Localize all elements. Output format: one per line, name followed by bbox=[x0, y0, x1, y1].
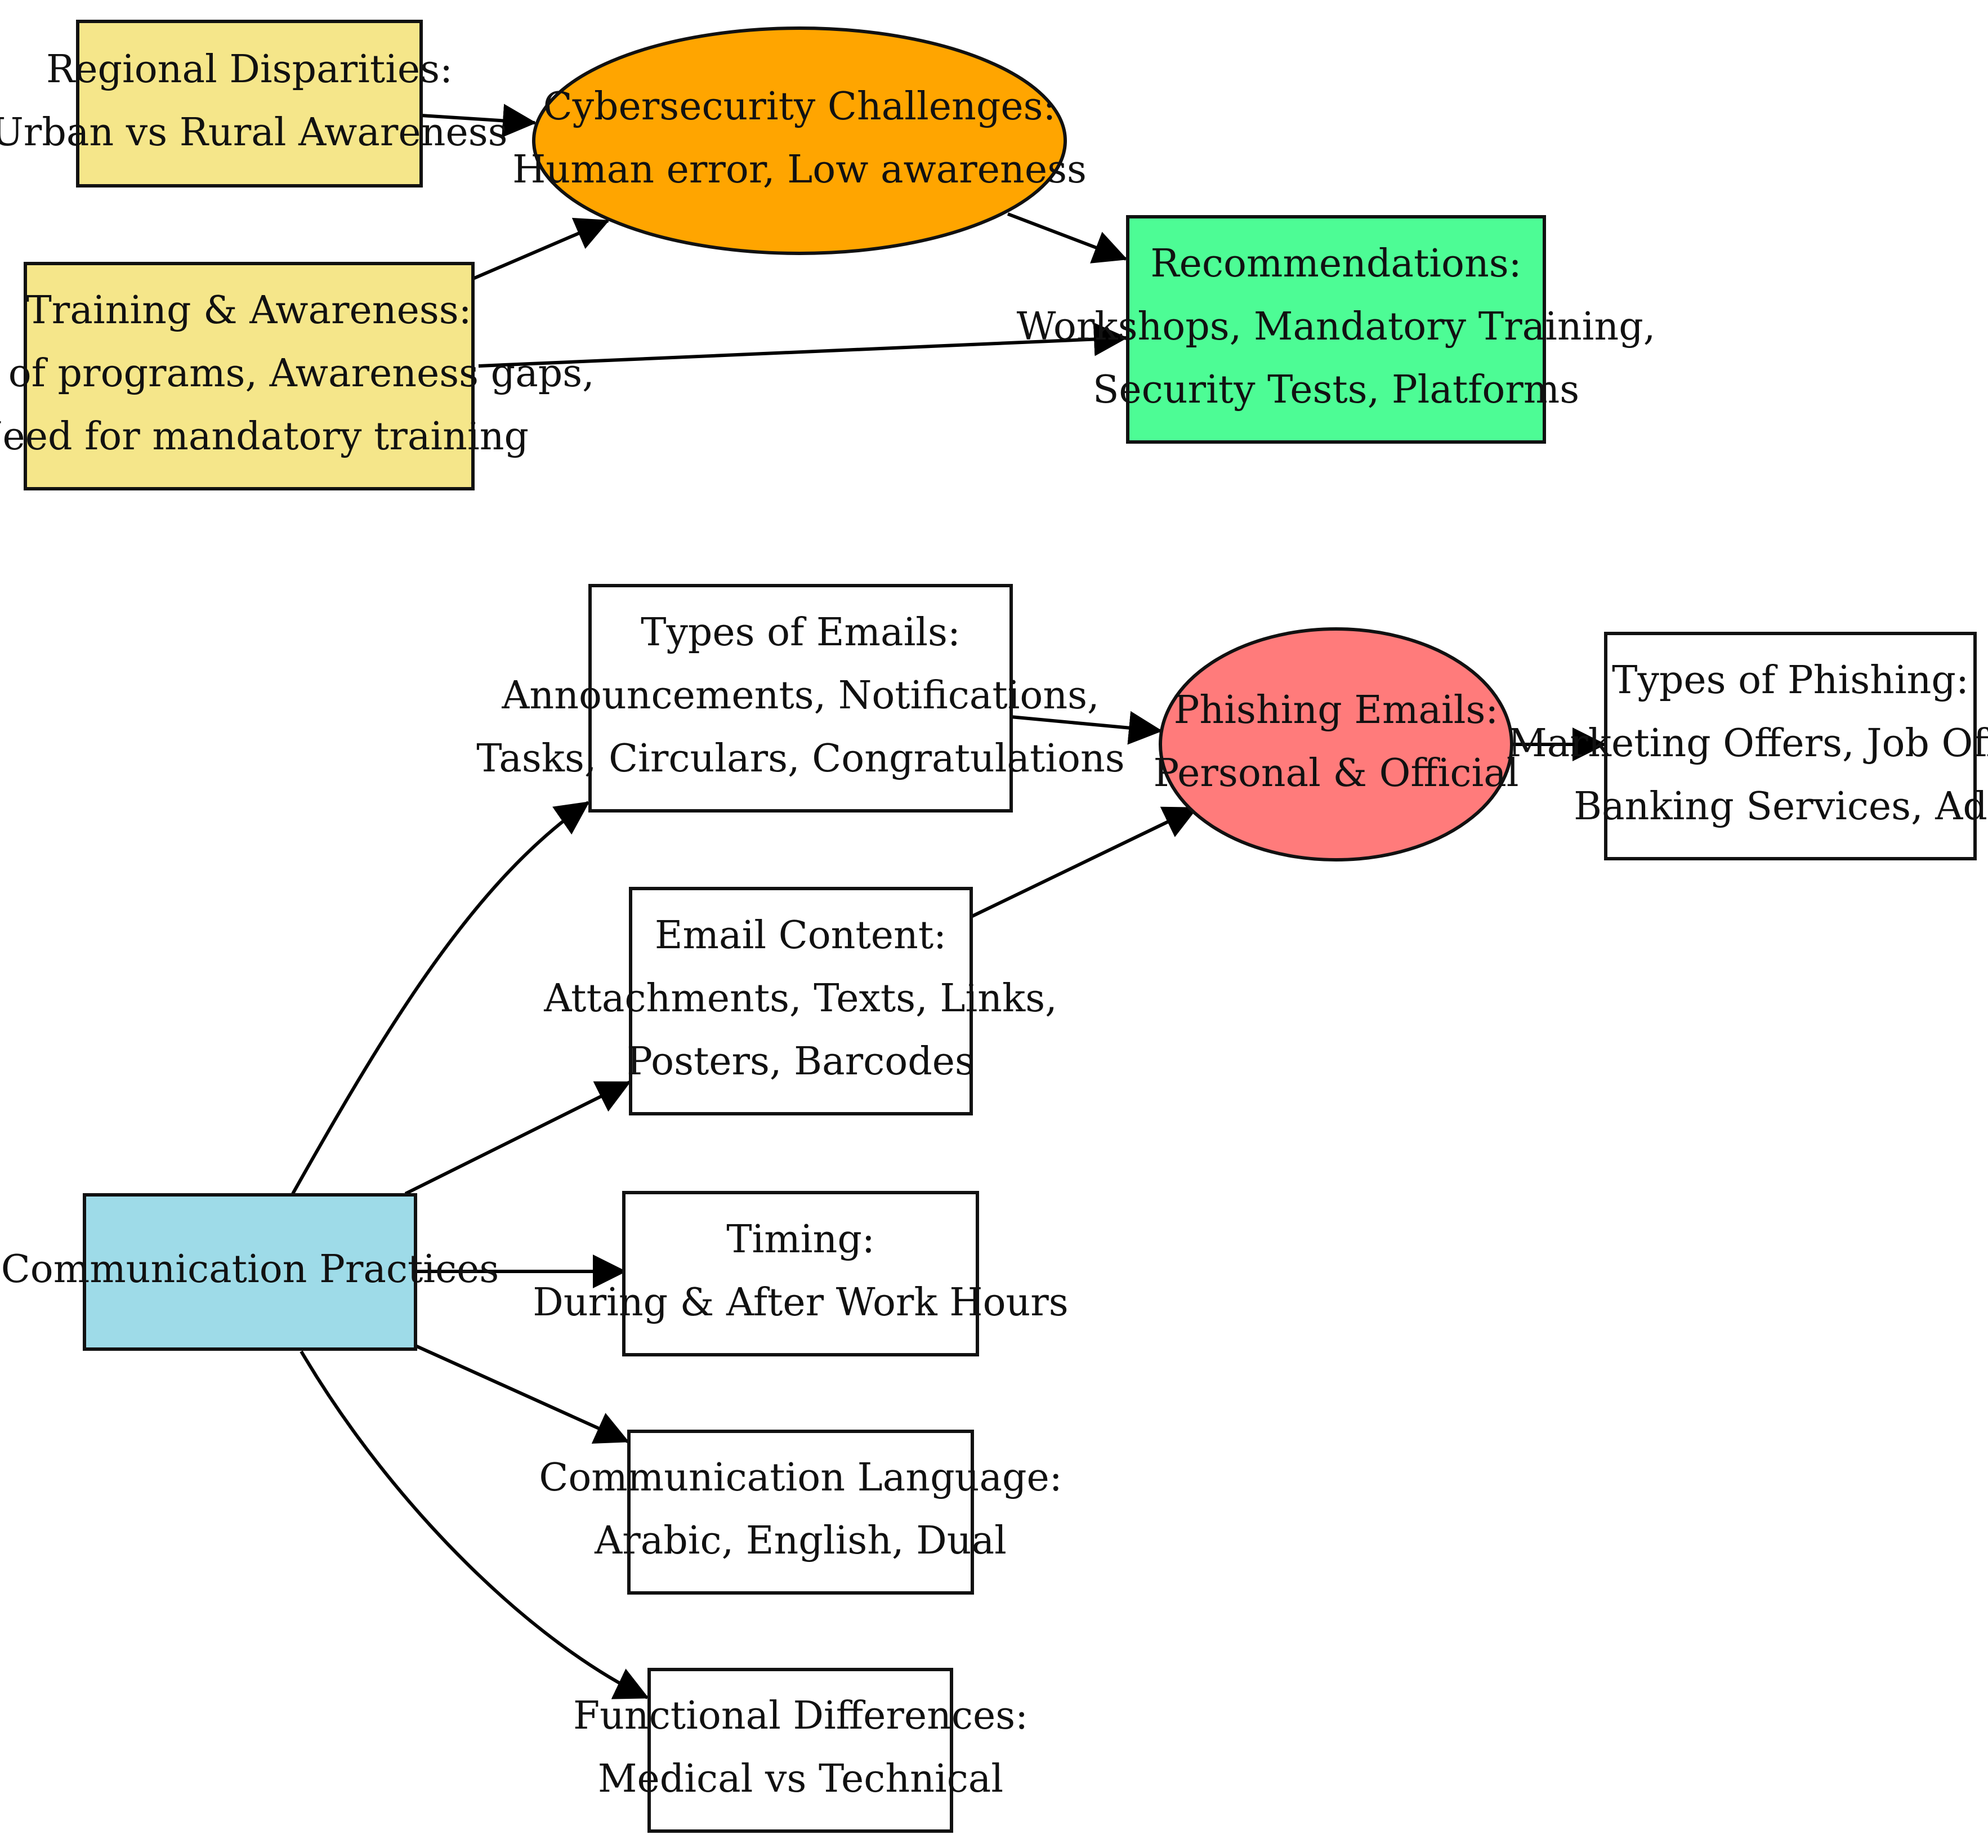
cyber-line-1: Cybersecurity Challenges: bbox=[543, 84, 1056, 129]
edge-comm-to-functional bbox=[300, 1350, 649, 1699]
node-email-content: Email Content: Attachments, Texts, Links,… bbox=[543, 887, 1057, 1115]
language-label: Communication Language: Arabic, English, … bbox=[539, 1456, 1062, 1563]
phishing-label: Phishing Emails: Personal & Official bbox=[1153, 688, 1518, 796]
node-communication-language: Communication Language: Arabic, English, … bbox=[539, 1430, 1062, 1595]
edge-emailtypes-to-phishing bbox=[1010, 711, 1163, 745]
training-line-1: Training & Awareness: bbox=[26, 288, 471, 333]
training-line-2: Lack of programs, Awareness gaps, bbox=[0, 351, 595, 396]
language-line-2: Arabic, English, Dual bbox=[594, 1519, 1007, 1563]
node-recommendations: Recommendations: Workshops, Mandatory Tra… bbox=[1017, 215, 1656, 444]
cyber-label: Cybersecurity Challenges: Human error, Lo… bbox=[512, 84, 1087, 192]
phish-types-line-3: Banking Services, Ads bbox=[1574, 784, 1988, 829]
regional-line-2: Urban vs Rural Awareness bbox=[0, 110, 508, 155]
timing-line-1: Timing: bbox=[726, 1217, 875, 1262]
functional-box bbox=[647, 1668, 953, 1833]
timing-line-2: During & After Work Hours bbox=[533, 1280, 1068, 1325]
edge-comm-to-emailtypes bbox=[291, 801, 590, 1195]
training-box bbox=[24, 262, 475, 490]
email-types-line-3: Tasks, Circulars, Congratulations bbox=[476, 736, 1124, 781]
edge-comm-to-language bbox=[414, 1344, 629, 1444]
node-cybersecurity-challenges: Cybersecurity Challenges: Human error, Lo… bbox=[512, 26, 1087, 255]
timing-label: Timing: During & After Work Hours bbox=[533, 1217, 1068, 1325]
node-regional-disparities: Regional Disparities: Urban vs Rural Awar… bbox=[0, 20, 508, 188]
node-phishing-emails: Phishing Emails: Personal & Official bbox=[1153, 627, 1519, 861]
content-line-3: Posters, Barcodes bbox=[627, 1039, 975, 1084]
phish-types-label: Types of Phishing: Marketing Offers, Job … bbox=[1508, 658, 1988, 829]
regional-line-1: Regional Disparities: bbox=[46, 47, 453, 92]
phish-types-box bbox=[1604, 632, 1977, 860]
comm-line-1: Communication Practices bbox=[1, 1247, 499, 1292]
phishing-line-1: Phishing Emails: bbox=[1174, 688, 1499, 733]
recommend-label: Recommendations: Workshops, Mandatory Tra… bbox=[1017, 242, 1656, 412]
email-types-box bbox=[588, 584, 1013, 813]
edge-training-to-recommend bbox=[478, 322, 1128, 368]
training-label: Training & Awareness: Lack of programs, A… bbox=[0, 288, 595, 459]
content-line-1: Email Content: bbox=[655, 913, 946, 958]
functional-line-1: Functional Differences: bbox=[573, 1694, 1028, 1738]
language-line-1: Communication Language: bbox=[539, 1456, 1062, 1500]
edges bbox=[291, 104, 1606, 1699]
node-functional-differences: Functional Differences: Medical vs Techni… bbox=[573, 1668, 1028, 1833]
edge-comm-to-content bbox=[404, 1081, 631, 1195]
regional-label: Regional Disparities: Urban vs Rural Awar… bbox=[0, 47, 508, 155]
comm-label: Communication Practices bbox=[1, 1247, 499, 1292]
content-label: Email Content: Attachments, Texts, Links,… bbox=[543, 913, 1057, 1084]
regional-box bbox=[76, 20, 423, 188]
phishing-line-2: Personal & Official bbox=[1153, 751, 1518, 796]
email-types-line-1: Types of Emails: bbox=[641, 610, 961, 655]
email-types-label: Types of Emails: Announcements, Notificat… bbox=[476, 610, 1124, 781]
language-box bbox=[627, 1430, 974, 1595]
recommend-box bbox=[1126, 215, 1546, 444]
recommend-line-1: Recommendations: bbox=[1150, 242, 1521, 286]
content-line-2: Attachments, Texts, Links, bbox=[543, 976, 1057, 1021]
phish-types-line-2: Marketing Offers, Job Offers, bbox=[1508, 721, 1988, 766]
edge-content-to-phishing bbox=[970, 806, 1198, 918]
email-types-line-2: Announcements, Notifications, bbox=[501, 673, 1099, 718]
comm-box bbox=[83, 1193, 417, 1351]
timing-box bbox=[622, 1191, 979, 1356]
edge-training-to-cyber bbox=[472, 217, 610, 280]
cyber-line-2: Human error, Low awareness bbox=[512, 148, 1087, 192]
node-training-awareness: Training & Awareness: Lack of programs, A… bbox=[0, 262, 595, 490]
phish-types-line-1: Types of Phishing: bbox=[1612, 658, 1969, 703]
functional-label: Functional Differences: Medical vs Techni… bbox=[573, 1694, 1028, 1801]
cyber-ellipse bbox=[532, 26, 1067, 255]
node-timing: Timing: During & After Work Hours bbox=[533, 1191, 1069, 1356]
node-communication-practices: Communication Practices bbox=[1, 1193, 499, 1351]
phishing-ellipse bbox=[1159, 627, 1513, 861]
training-line-3: Need for mandatory training bbox=[0, 414, 529, 459]
functional-line-2: Medical vs Technical bbox=[598, 1757, 1003, 1801]
node-types-of-emails: Types of Emails: Announcements, Notificat… bbox=[476, 584, 1125, 813]
recommend-line-3: Security Tests, Platforms bbox=[1093, 368, 1579, 412]
recommend-line-2: Workshops, Mandatory Training, bbox=[1017, 305, 1656, 349]
node-types-of-phishing: Types of Phishing: Marketing Offers, Job … bbox=[1508, 632, 1988, 860]
edge-cyber-to-recommend bbox=[1007, 212, 1128, 264]
content-box bbox=[629, 887, 973, 1115]
edge-regional-to-cyber bbox=[421, 104, 537, 138]
